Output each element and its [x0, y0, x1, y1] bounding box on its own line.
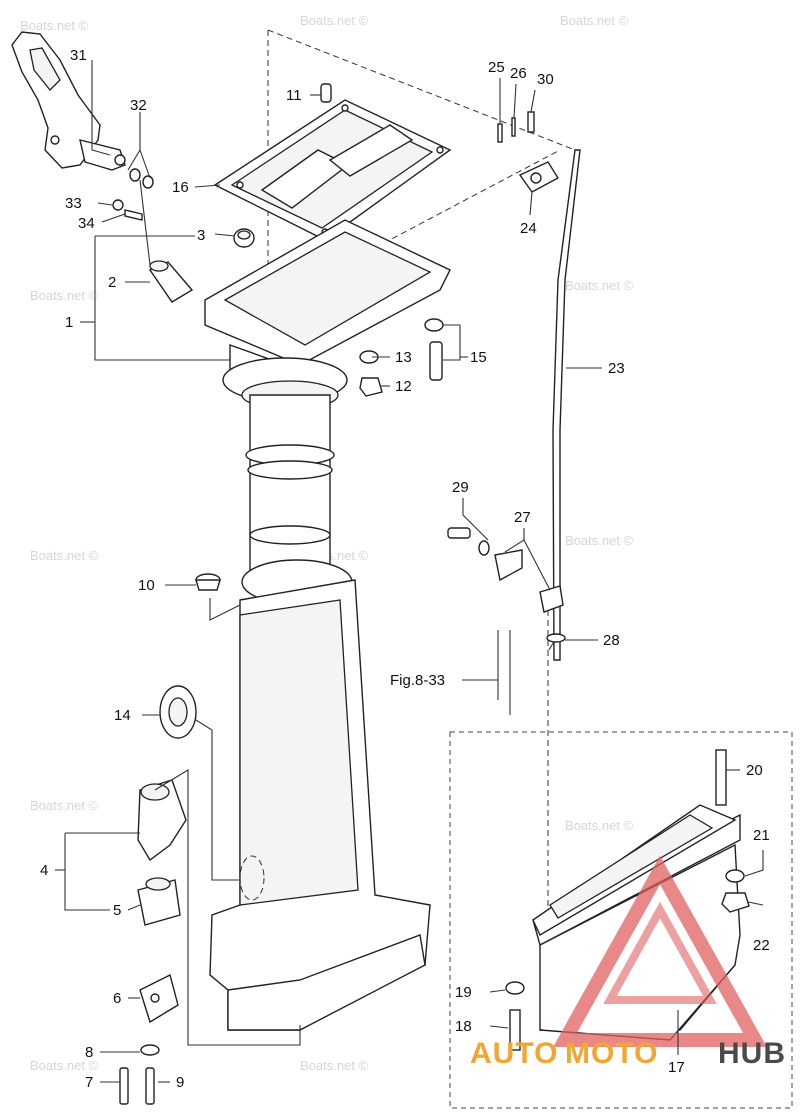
gasket: [213, 99, 452, 241]
dowel-pin: [320, 83, 332, 103]
callout-3: 3: [197, 227, 205, 244]
callout-20: 20: [746, 762, 763, 779]
callout-7: 7: [85, 1074, 93, 1091]
svg-text:Boats.net ©: Boats.net ©: [300, 13, 369, 28]
logo-moto: MOTO: [565, 1037, 658, 1070]
logo-auto: AUTO: [470, 1037, 558, 1070]
svg-text:Boats.net ©: Boats.net ©: [30, 1058, 99, 1073]
svg-text:Boats.net ©: Boats.net ©: [30, 798, 99, 813]
rubber-mount: [159, 685, 197, 739]
callout-14: 14: [114, 707, 131, 724]
callout-5: 5: [113, 902, 121, 919]
upper-casing: [204, 219, 451, 410]
drive-shaft-tube: [245, 394, 335, 586]
callout-13: 13: [395, 349, 412, 366]
grommet: [233, 228, 255, 248]
callout-27: 27: [514, 509, 531, 526]
callout-1: 1: [65, 314, 73, 331]
callout-31: 31: [70, 47, 87, 64]
leader-lines: [55, 60, 764, 1083]
callout-25: 25: [488, 59, 505, 76]
svg-text:Boats.net ©: Boats.net ©: [560, 13, 629, 28]
callout-2: 2: [108, 274, 116, 291]
bushing: [148, 260, 194, 303]
svg-text:Boats.net ©: Boats.net ©: [565, 818, 634, 833]
mount-assembly: [137, 779, 187, 1024]
plug: [195, 573, 221, 591]
callout-28: 28: [603, 632, 620, 649]
callout-21: 21: [753, 827, 770, 844]
callout-6: 6: [113, 990, 121, 1007]
tiller-bracket: [11, 31, 126, 171]
lower-casing: [209, 559, 431, 1031]
callout-23: 23: [608, 360, 625, 377]
bolts-lower-left: [119, 1044, 160, 1105]
svg-text:Boats.net ©: Boats.net ©: [565, 278, 634, 293]
callout-15: 15: [470, 349, 487, 366]
callout-34: 34: [78, 215, 95, 232]
automotohub-logo: AUTO MOTO HUB: [470, 855, 786, 1070]
svg-text:Boats.net ©: Boats.net ©: [300, 1058, 369, 1073]
svg-text:Boats.net ©: Boats.net ©: [565, 533, 634, 548]
callout-17: 17: [668, 1059, 685, 1076]
svg-text:Boats.net ©: Boats.net ©: [20, 18, 89, 33]
callout-12: 12: [395, 378, 412, 395]
callout-19: 19: [455, 984, 472, 1001]
callout-18: 18: [455, 1018, 472, 1035]
fasteners-middle: [359, 318, 444, 397]
callout-29: 29: [452, 479, 469, 496]
svg-text:Boats.net ©: Boats.net ©: [30, 288, 99, 303]
callout-30: 30: [537, 71, 554, 88]
rod-connector: [447, 527, 566, 715]
callout-26: 26: [510, 65, 527, 82]
svg-text:Boats.net ©: Boats.net ©: [30, 548, 99, 563]
callout-11: 11: [286, 87, 302, 104]
callout-16: 16: [172, 179, 189, 196]
callout-8: 8: [85, 1044, 93, 1061]
callout-4: 4: [40, 862, 48, 879]
callout-33: 33: [65, 195, 82, 212]
callout-10: 10: [138, 577, 155, 594]
callout-22: 22: [753, 937, 770, 954]
small-parts-upper-left: [112, 168, 154, 221]
callout-9: 9: [176, 1074, 184, 1091]
logo-hub: HUB: [718, 1037, 786, 1070]
callout-24: 24: [520, 220, 537, 237]
shift-rod: [548, 149, 581, 661]
callout-labels: 31 32 33 34 16 11 3 2 1 13 12 15 25 26 3…: [40, 47, 770, 1091]
callout-32: 32: [130, 97, 147, 114]
figure-reference: Fig.8-33: [390, 672, 445, 689]
shift-bracket-upper: [497, 111, 559, 193]
